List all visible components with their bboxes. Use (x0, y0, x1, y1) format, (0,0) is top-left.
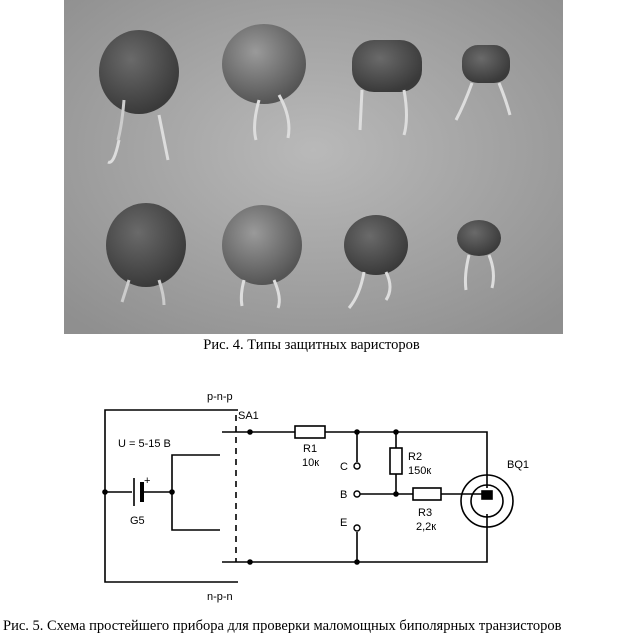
label-battery-plus: + (144, 475, 150, 487)
label-r1-value: 10к (302, 457, 319, 469)
transistor-tester-schematic: p-n-p n-p-n SA1 U = 5-15 B + G5 R1 10к R… (102, 391, 529, 603)
label-r2-name: R2 (408, 451, 422, 463)
label-voltage: U = 5-15 B (118, 438, 171, 450)
resistor-r1 (294, 425, 326, 439)
resistor-r2 (389, 447, 403, 475)
battery-g5 (133, 478, 144, 506)
label-terminal-b: B (340, 489, 347, 501)
label-r3-value: 2,2к (416, 521, 436, 533)
terminal-c[interactable] (353, 462, 361, 470)
label-r1-name: R1 (303, 443, 317, 455)
varistor-small-1 (454, 45, 512, 121)
varistor-photo (64, 0, 563, 334)
speaker-bq1 (460, 474, 514, 528)
label-r2-value: 150к (408, 465, 431, 477)
label-npn: n-p-n (207, 591, 233, 603)
varistor-large-3 (106, 203, 186, 306)
varistor-medium-1 (352, 40, 422, 136)
varistor-large-1 (99, 30, 179, 164)
figure-4-caption: Рис. 4. Типы защитных варисторов (203, 337, 420, 353)
label-g5: G5 (130, 515, 145, 527)
label-pnp: p-n-p (207, 391, 233, 403)
varistor-large-2 (222, 24, 306, 141)
label-bq1: BQ1 (507, 459, 529, 471)
junctions (102, 429, 399, 565)
terminal-b[interactable] (353, 490, 361, 498)
varistor-large-4 (222, 205, 302, 309)
label-r3-name: R3 (418, 507, 432, 519)
varistor-medium-2 (344, 215, 408, 309)
resistor-r3 (412, 487, 442, 501)
figure-5-caption: Рис. 5. Схема простейшего прибора для пр… (3, 618, 562, 634)
label-terminal-c: C (340, 461, 348, 473)
terminal-e[interactable] (353, 524, 361, 532)
label-terminal-e: E (340, 517, 347, 529)
label-sa1: SA1 (238, 410, 259, 422)
varistor-small-2 (457, 220, 501, 291)
